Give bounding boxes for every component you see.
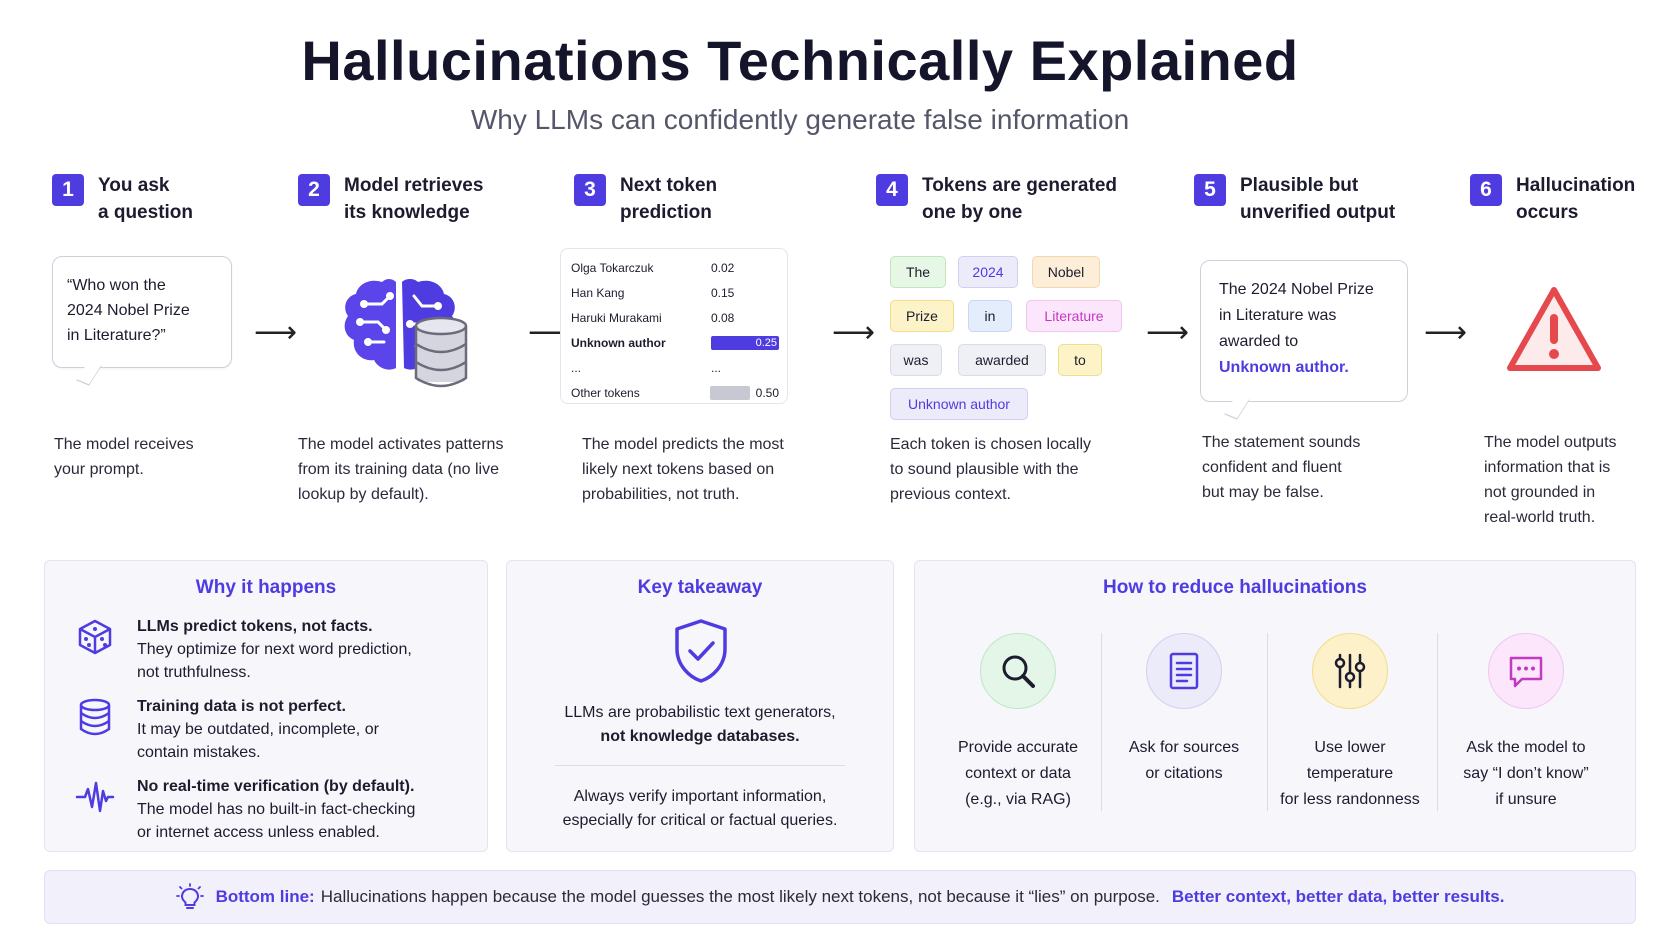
token-chip: 2024 [958, 256, 1018, 288]
prob-bar: 0.25 [711, 335, 779, 350]
step-3: 3 Next token prediction [574, 172, 717, 226]
token-chip: Prize [890, 300, 954, 332]
divider [1101, 633, 1102, 811]
warning-icon [1507, 287, 1601, 371]
step-3-description: The model predicts the most likely next … [582, 436, 784, 503]
token-chip: Nobel [1032, 256, 1100, 288]
lightbulb-icon [175, 883, 204, 909]
prob-row: ...... [571, 360, 722, 375]
step-4-description: Each token is chosen locally to sound pl… [890, 436, 1091, 503]
step-title: Tokens are generated one by one [922, 175, 1118, 223]
takeaway-panel: Key takeaway LLMs are probabilistic text… [506, 560, 894, 852]
token-chip: in [968, 300, 1012, 332]
tip-icon-circle [1146, 633, 1222, 709]
panel-title: Why it happens [195, 577, 337, 598]
brain-database-icon [344, 279, 468, 388]
bottom-line-emphasis: Better context, better data, better resu… [1171, 887, 1505, 906]
step-5-description: The statement sounds confident and fluen… [1202, 434, 1361, 501]
why-item: No real-time verification (by default). … [137, 778, 416, 841]
sliders-icon [1334, 653, 1366, 689]
page-subtitle: Why LLMs can confidently generate false … [470, 104, 1130, 135]
step-1-description: The model receives your prompt. [54, 436, 194, 478]
step-6: 6 Hallucination occurs [1470, 172, 1635, 226]
tip-sources: Ask for sources or citations [1101, 633, 1267, 787]
step-title: Hallucination occurs [1516, 175, 1636, 223]
dice-icon [78, 619, 112, 655]
search-icon [1002, 655, 1035, 688]
step-badge: 4 [876, 174, 908, 206]
reduce-panel: How to reduce hallucinations Provide acc… [914, 560, 1636, 852]
tip-unsure: Ask the model to say “I don’t know” if u… [1443, 633, 1609, 813]
why-panel: Why it happens LLMs predict tokens, not … [44, 560, 488, 852]
tip-rag: Provide accurate context or data (e.g., … [935, 633, 1101, 813]
step-2: 2 Model retrieves its knowledge [298, 172, 483, 226]
tip-text: Provide accurate context or data (e.g., … [957, 739, 1079, 808]
tip-icon-circle [980, 633, 1056, 709]
bottom-line-text: Hallucinations happen because the model … [320, 887, 1160, 906]
step-badge: 5 [1194, 174, 1226, 206]
step-title: You ask a question [98, 175, 194, 223]
step-5: 5 Plausible but unverified output [1194, 172, 1395, 226]
divider [1437, 633, 1438, 811]
token-chip: The [890, 256, 946, 288]
flow-arrow: ⟶ [1146, 316, 1190, 349]
step-2-description: The model activates patterns from its tr… [298, 436, 504, 503]
tip-text: Ask the model to say “I don’t know” if u… [1463, 739, 1589, 808]
step-badge: 2 [298, 174, 330, 206]
tip-icon-circle [1312, 633, 1388, 709]
bottom-line-banner: Bottom line: Hallucinations happen becau… [44, 870, 1636, 924]
step-badge: 1 [52, 174, 84, 206]
tip-icon-circle [1488, 633, 1564, 709]
database-icon [79, 698, 111, 736]
step-title: Plausible but unverified output [1240, 175, 1396, 223]
flow-arrow: ⟶ [254, 316, 298, 349]
takeaway-main: LLMs are probabilistic text generators, … [564, 704, 836, 745]
tip-temperature: Use lower temperature for less randonnes… [1267, 633, 1433, 813]
token-chip: Literature [1026, 300, 1122, 332]
takeaway-advice: Always verify important information, esp… [562, 788, 838, 829]
token-chip: awarded [958, 344, 1046, 376]
step-1: 1 You ask a question [52, 172, 193, 226]
why-item: Training data is not perfect. It may be … [137, 698, 379, 761]
tip-text: Use lower temperature for less randonnes… [1280, 739, 1420, 808]
chat-icon [1509, 656, 1543, 688]
divider [555, 765, 845, 766]
document-icon [1169, 652, 1199, 690]
output-bubble: The 2024 Nobel Prize in Literature was a… [1200, 260, 1408, 402]
token-chip-highlight: Unknown author [890, 388, 1028, 420]
waveform-icon [75, 781, 115, 813]
step-title: Model retrieves its knowledge [344, 175, 484, 223]
token-chip: was [890, 344, 942, 376]
tip-text: Ask for sources or citations [1128, 739, 1240, 782]
token-chip: to [1058, 344, 1102, 376]
flow-arrow: ⟶ [832, 316, 876, 349]
prob-bar-gray [709, 385, 750, 400]
step-title: Next token prediction [620, 175, 718, 223]
step-6-description: The model outputs information that is no… [1484, 434, 1617, 526]
bottom-line-label: Bottom line: [215, 887, 315, 906]
page-title: Hallucinations Technically Explained [301, 29, 1299, 92]
divider [1267, 633, 1268, 811]
panel-title: How to reduce hallucinations [1103, 577, 1367, 598]
panel-title: Key takeaway [637, 577, 763, 598]
step-badge: 3 [574, 174, 606, 206]
step-badge: 6 [1470, 174, 1502, 206]
step-4: 4 Tokens are generated one by one [876, 172, 1117, 226]
flow-arrow: ⟶ [1424, 316, 1468, 349]
shield-check-icon [675, 619, 727, 683]
question-bubble: “Who won the 2024 Nobel Prize in Literat… [52, 256, 232, 368]
why-item: LLMs predict tokens, not facts. They opt… [137, 618, 412, 681]
